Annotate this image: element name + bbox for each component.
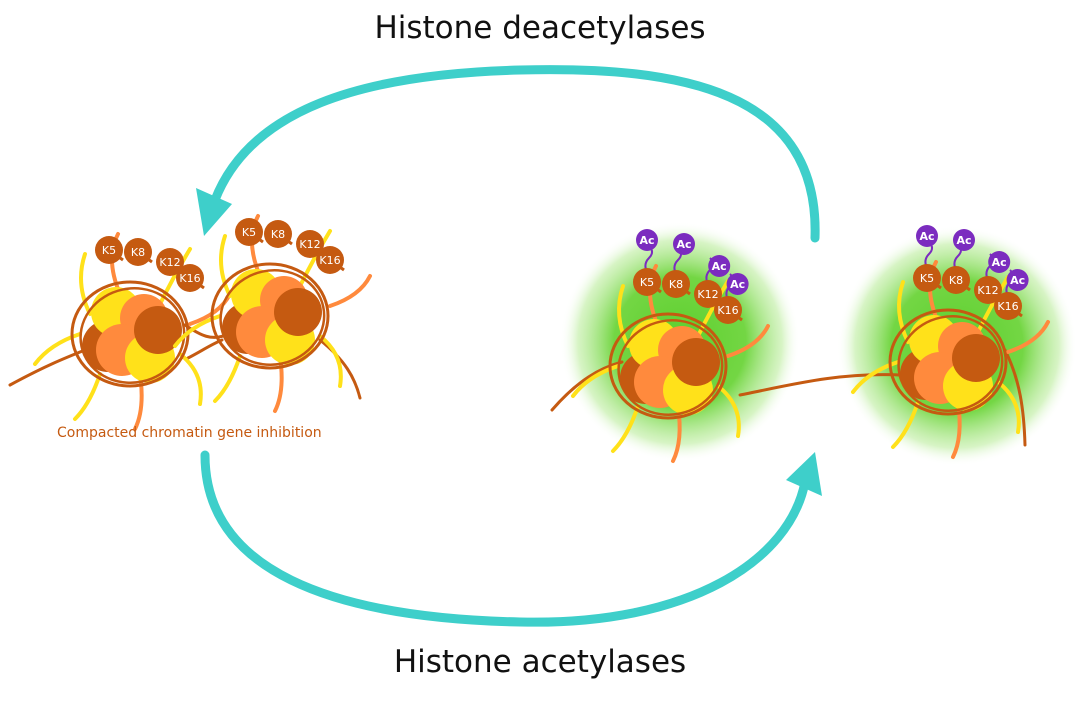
lysine-residue (994, 292, 1022, 320)
histone-tail (158, 247, 192, 306)
dna-wrap (897, 315, 1004, 413)
dna-strand (8, 323, 1027, 447)
histone-tail (851, 360, 900, 394)
dna-wrap (210, 262, 330, 370)
lysine-residue (316, 246, 344, 274)
histone-tail (73, 372, 102, 421)
lysine-label: K16 (179, 272, 200, 285)
acetyl-group-icon (1006, 269, 1029, 291)
histone-tail (976, 275, 1010, 334)
acetyl-label: Ac (676, 238, 691, 251)
lysine-residue (296, 230, 324, 258)
lysine-residue (694, 280, 722, 308)
curved-arrow-icon (200, 450, 822, 627)
acetyl-group-icon (726, 273, 749, 295)
lysine-label: K8 (669, 278, 683, 291)
lysine-residue (633, 268, 661, 296)
lysine-label: K5 (242, 226, 256, 239)
histone-tail (33, 332, 82, 366)
lysine-residue (714, 296, 742, 324)
lysine-residue (156, 248, 184, 276)
histone-tail (571, 364, 620, 398)
histone-tail (617, 284, 630, 348)
histone-core-dark (952, 334, 1000, 382)
acetyl-label: Ac (1010, 274, 1025, 287)
histone-tail (328, 274, 372, 308)
histone-tail (173, 314, 222, 348)
lysine-residue (176, 264, 204, 292)
acetyl-group-icon (673, 233, 695, 255)
histone-core-dark (274, 288, 322, 336)
histone-tail (318, 334, 343, 388)
lysine-label: K12 (159, 256, 180, 269)
dna-wrap (608, 312, 728, 420)
histone-tail (1006, 320, 1050, 354)
lysine-residue (124, 238, 152, 266)
histone-tail (897, 280, 910, 344)
histone-tail (298, 229, 332, 288)
lysine-label: K16 (717, 304, 738, 317)
histone-tail (178, 352, 203, 406)
lysine-label: K12 (697, 288, 718, 301)
lysine-residue (974, 276, 1002, 304)
dna-wrap (617, 319, 724, 417)
lysine-residue (264, 220, 292, 248)
lysine-label: K16 (997, 300, 1018, 313)
lysine-label: K16 (319, 254, 340, 267)
lysine-label: K8 (131, 246, 145, 259)
acetyl-label: Ac (639, 234, 654, 247)
dna-wrap (888, 308, 1008, 416)
lysine-residue (95, 236, 123, 264)
compacted-chromatin-caption: Compacted chromatin gene inhibition (57, 425, 322, 441)
acetyl-group-icon (953, 229, 975, 251)
acetyl-label: Ac (712, 260, 727, 273)
deacetylase-label: Histone deacetylases (374, 10, 706, 46)
acetyl-label: Ac (992, 256, 1007, 269)
acetyl-label: Ac (919, 230, 934, 243)
dna-wrap (219, 269, 326, 367)
histone-tail (213, 354, 242, 403)
histone-core-dark (134, 306, 182, 354)
histone-tail (726, 324, 770, 358)
lysine-residue (662, 270, 690, 298)
histone-core-dark (672, 338, 720, 386)
lysine-residue (942, 266, 970, 294)
acetyl-label: Ac (730, 278, 745, 291)
lysine-label: K5 (920, 272, 934, 285)
histone-tail (188, 292, 232, 326)
lysine-residue (235, 218, 263, 246)
histone-tail (996, 380, 1021, 434)
lysine-residue (913, 264, 941, 292)
curved-arrow-icon (196, 65, 820, 243)
histone-tail (79, 252, 92, 316)
lysine-label: K12 (977, 284, 998, 297)
lysine-label: K5 (102, 244, 116, 257)
acetyl-label: Ac (956, 234, 971, 247)
histone-tail (696, 279, 730, 338)
lysine-label: K5 (640, 276, 654, 289)
acetyl-group-icon (916, 225, 938, 247)
dna-wrap (79, 287, 186, 385)
lysine-label: K8 (271, 228, 285, 241)
acetyl-group-icon (708, 255, 731, 277)
acetyl-group-icon (988, 251, 1011, 273)
histone-tail (219, 234, 232, 298)
acetylase-label: Histone acetylases (393, 644, 687, 680)
acetyl-group-icon (636, 229, 658, 251)
histone-tail (716, 384, 741, 438)
lysine-label: K12 (299, 238, 320, 251)
lysine-label: K8 (949, 274, 963, 287)
